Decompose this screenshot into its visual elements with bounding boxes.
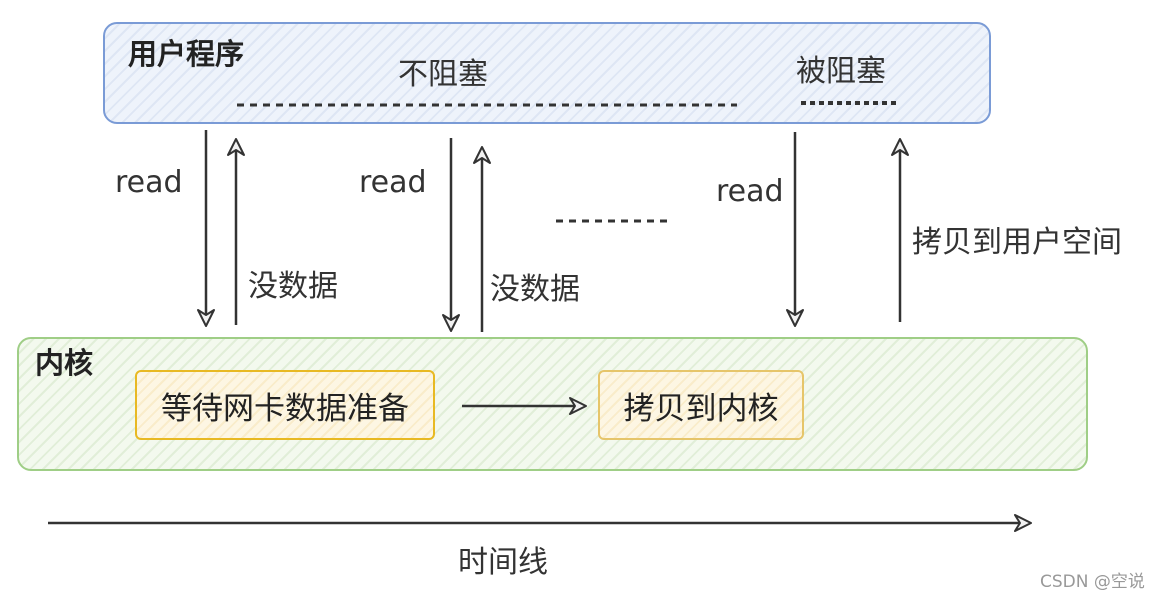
blocked-label: 被阻塞	[796, 54, 886, 89]
nonblocking-label: 不阻塞	[398, 57, 488, 92]
no-data-label-2: 没数据	[490, 272, 580, 307]
copy-to-kernel-box: 拷贝到内核	[598, 370, 804, 440]
user-program-title: 用户程序	[128, 37, 245, 71]
read-label-1: read	[115, 165, 183, 200]
no-data-label-1: 没数据	[248, 269, 338, 304]
read-label-2: read	[359, 165, 427, 200]
user-program-box	[103, 22, 991, 124]
copy-to-user-label: 拷贝到用户空间	[912, 225, 1122, 260]
kernel-title: 内核	[35, 346, 94, 380]
timeline-label: 时间线	[458, 545, 548, 580]
wait-nic-data-label: 等待网卡数据准备	[161, 390, 409, 427]
watermark: CSDN @空说	[1040, 572, 1145, 592]
read-label-3: read	[716, 174, 784, 209]
copy-to-kernel-label: 拷贝到内核	[623, 390, 779, 427]
kernel-box	[17, 337, 1088, 471]
wait-nic-data-box: 等待网卡数据准备	[135, 370, 435, 440]
